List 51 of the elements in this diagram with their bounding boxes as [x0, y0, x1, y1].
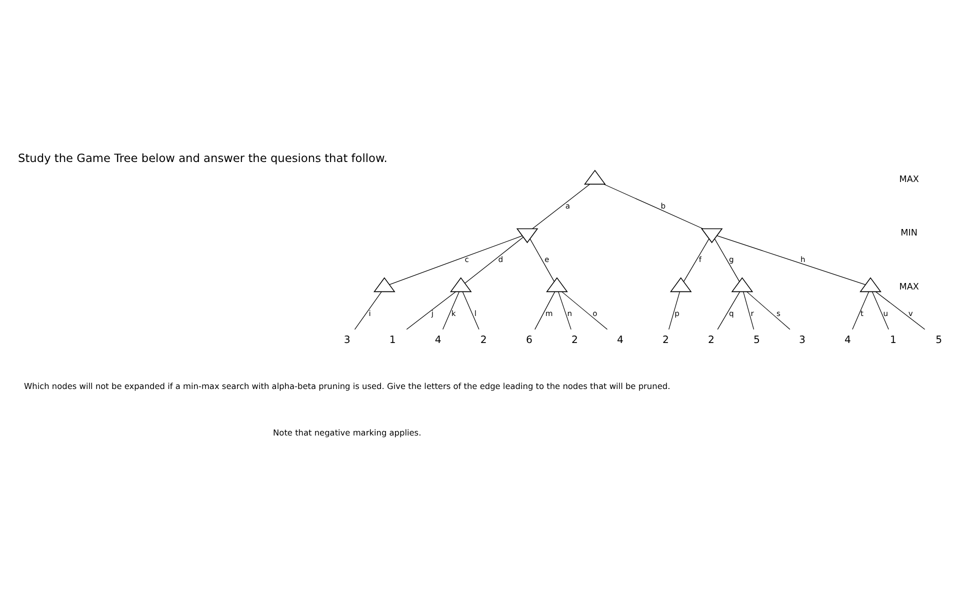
node-triangle — [670, 277, 692, 292]
node-triangle — [450, 277, 472, 292]
node-text: 3 — [344, 335, 350, 346]
connector — [464, 236, 524, 284]
node-triangle — [546, 277, 568, 292]
node-text: 3 — [799, 335, 806, 346]
connector — [852, 292, 870, 330]
connector — [530, 238, 554, 282]
node-text: 5 — [936, 335, 942, 346]
label: MAX — [899, 282, 919, 292]
connector — [532, 184, 590, 230]
diagram-title: Study the Game Tree below and answer the quesions that follow. — [18, 151, 388, 166]
label: MIN — [900, 228, 918, 239]
connector — [389, 236, 523, 285]
connector — [562, 292, 608, 330]
connector — [604, 184, 704, 230]
connector — [668, 292, 680, 330]
node-text: 4 — [434, 335, 442, 346]
connector — [743, 292, 754, 330]
connector — [558, 292, 572, 330]
connector — [876, 292, 926, 330]
node-text: 2 — [571, 335, 578, 346]
connector — [714, 238, 740, 282]
connector — [442, 292, 460, 330]
connector — [746, 292, 790, 330]
connector — [462, 292, 480, 330]
connector — [406, 292, 456, 330]
node-triangle — [731, 277, 754, 292]
node-text: 1 — [389, 335, 396, 346]
node-text: 2 — [662, 335, 669, 346]
connector — [872, 292, 889, 330]
node-triangle — [584, 170, 606, 185]
node-text: 1 — [890, 335, 896, 346]
label: MAX — [899, 174, 919, 185]
node-text: 4 — [844, 335, 851, 346]
connector — [717, 292, 740, 330]
label: Which nodes will not be expanded if a min-max search with alpha-beta pruning is used. Give the letters of the edge leading to the nodes that will be pruned. — [24, 381, 670, 392]
node-invtriangle — [516, 228, 538, 244]
connector — [534, 292, 556, 330]
node-triangle — [373, 277, 396, 292]
connector — [716, 235, 866, 286]
node-text: 2 — [708, 335, 714, 346]
node-triangle — [860, 277, 882, 292]
node-text: 4 — [616, 335, 624, 346]
connector — [684, 238, 710, 282]
node-text: 5 — [754, 335, 760, 346]
label: Note that negative marking applies. — [273, 427, 422, 438]
node-text: 6 — [526, 335, 532, 346]
connector — [354, 292, 382, 330]
node-invtriangle — [700, 228, 723, 244]
node-text: 2 — [480, 335, 487, 346]
